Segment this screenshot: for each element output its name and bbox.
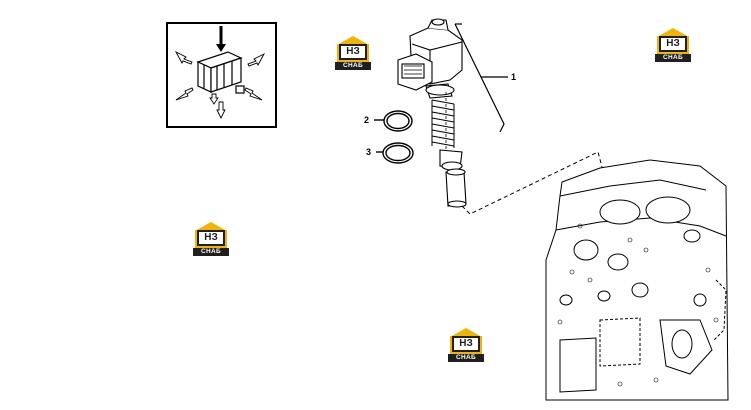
o-ring-3: [376, 142, 414, 164]
force-arrows: [174, 50, 266, 120]
watermark-mark: НЗ: [452, 336, 480, 352]
watermark-logo: НЗ СНАБ: [193, 222, 229, 258]
pump-unit-assembly: [397, 18, 467, 208]
engine-block: [545, 159, 729, 401]
o-ring-2: [374, 110, 413, 132]
callout-label-3: 3: [366, 147, 372, 157]
watermark-mark: НЗ: [197, 230, 225, 246]
callout-bracket-1: [454, 23, 508, 133]
pump-element-press-icon: [196, 51, 245, 94]
watermark-text: СНАБ: [655, 54, 691, 62]
watermark-logo: НЗ СНАБ: [335, 36, 371, 72]
detail-inset: [166, 22, 277, 128]
press-arrow-icon: [216, 26, 226, 52]
watermark-text: СНАБ: [335, 62, 371, 70]
installation-leader-line: [461, 151, 623, 215]
watermark-logo: НЗ СНАБ: [448, 328, 484, 364]
watermark-mark: НЗ: [339, 44, 367, 60]
watermark-text: СНАБ: [448, 354, 484, 362]
callout-label-1: 1: [511, 72, 517, 82]
spring: [431, 99, 455, 148]
watermark-mark: НЗ: [659, 36, 687, 52]
callout-label-2: 2: [364, 115, 370, 125]
watermark-logo: НЗ СНАБ: [655, 28, 691, 64]
watermark-text: СНАБ: [193, 248, 229, 256]
